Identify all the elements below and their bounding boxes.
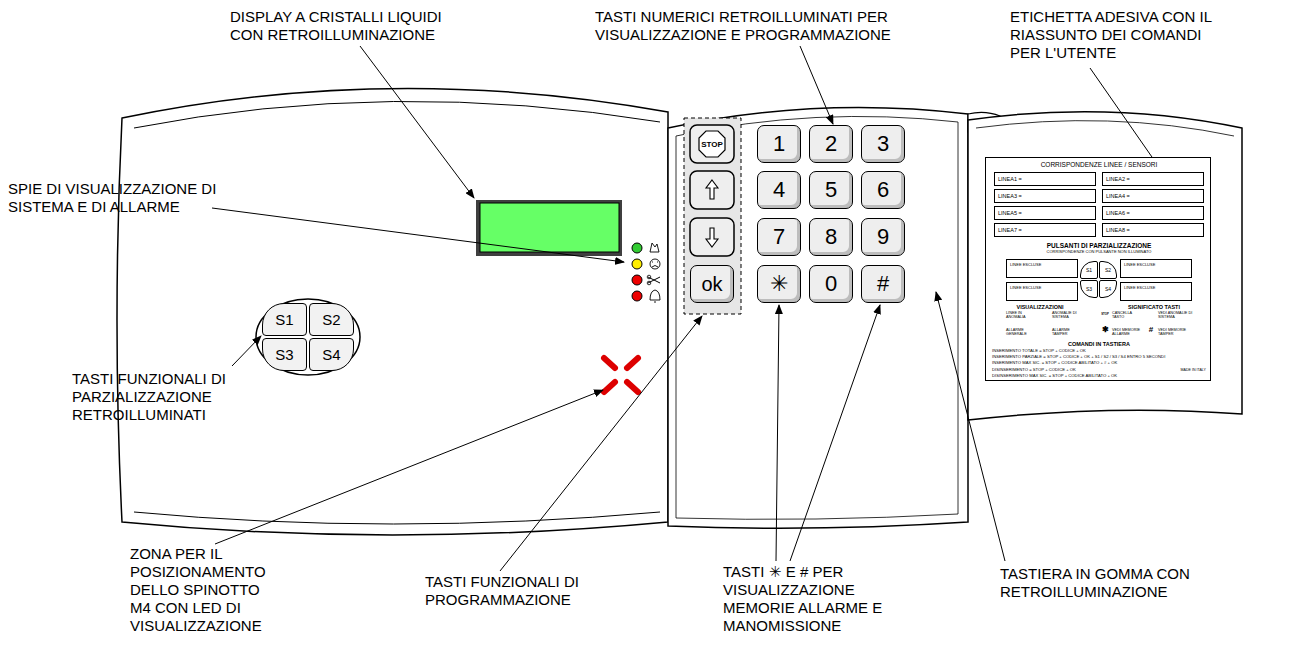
excluded-lines-box: LINEE ESCLUSE [1120,259,1192,278]
sticker-text: PULSANTI DI PARZIALIZZAZIONE [986,242,1212,249]
sticker-text: CANCELLA TASTO [1112,311,1142,319]
number-key: 2 [809,125,853,163]
key-text: LINEE ESCLUSE [1010,262,1041,267]
callout-label: SPIE DI VISUALIZZAZIONE DI SISTEMA E DI … [8,180,218,216]
number-key: 1 [757,125,801,163]
key-text: ✳ [770,271,788,297]
sticker-partial-key: S3 [1080,280,1098,298]
partial-key: S1 [262,303,307,336]
line-field: LINEA6 = [1102,206,1204,220]
number-key: 4 [757,171,801,209]
stop-key: STOP [690,125,734,163]
excluded-lines-box: LINEE ESCLUSE [1120,282,1192,301]
key-text: 9 [877,224,889,250]
number-key: 9 [861,218,905,256]
callout-label: TASTI NUMERICI RETROILLUMINATI PER VISUA… [595,8,900,44]
key-text: 4 [773,177,785,203]
key-text: 7 [773,224,785,250]
key-text: LINEA4 = [1106,193,1130,199]
number-key: 0 [809,265,853,303]
key-text: LINEE ESCLUSE [1124,285,1155,290]
sticker-text: VEDI MEMORIE TAMPER [1158,328,1202,336]
sticker-text: MADE IN ITALY [1146,369,1206,373]
key-text: STOP [701,140,723,149]
key-text: LINEA2 = [1106,176,1130,182]
sticker-text: ✱ [1100,326,1110,335]
callout-label: ZONA PER IL POSIZIONAMENTO DELLO SPINOTT… [130,545,270,635]
key-text: LINEA7 = [998,227,1022,233]
callout-label: TASTI ✳ E # PER VISUALIZZAZIONE MEMORIE … [723,563,908,635]
sticker-text: INSERIMENTO PARZIALE = STOP + CODICE + O… [992,355,1202,360]
sticker-text: VISUALIZZAZIONI [1000,304,1080,310]
key-text: LINEA3 = [998,193,1022,199]
sticker-text: DISINSERIMENTO MAX SIC. = STOP + CODICE … [992,374,1192,379]
key-text: S1 [275,311,293,328]
key-text: LINEA8 = [1106,227,1130,233]
excluded-lines-box: LINEE ESCLUSE [1006,259,1078,278]
callout-label: TASTI FUNZIONALI DI PROGRAMMAZIONE [425,573,605,609]
number-key: 8 [809,218,853,256]
number-key: 5 [809,171,853,209]
line-field: LINEA5 = [994,206,1096,220]
hash-key: # [861,265,905,303]
key-text: 0 [825,271,837,297]
line-field: LINEA1 = [994,172,1096,186]
key-text: LINEE ESCLUSE [1010,285,1041,290]
callout-label: TASTIERA IN GOMMA CON RETROILLUMINAZIONE [1000,565,1215,601]
key-text: LINEA5 = [998,210,1022,216]
number-key: 6 [861,171,905,209]
excluded-lines-box: LINEE ESCLUSE [1006,282,1078,301]
key-text: 2 [825,131,837,157]
sticker-text: VEDI ANOMALIE DI SISTEMA [1158,311,1204,319]
sticker-text: SIGNIFICATO TASTI [1104,304,1204,310]
number-key: 7 [757,218,801,256]
callout-label: ETICHETTA ADESIVA CON IL RIASSUNTO DEI C… [1010,8,1225,62]
key-text: ok [701,273,722,296]
sticker-text: VEDI MEMORIE ALLARME [1112,328,1146,336]
key-text: S1 [1086,267,1092,273]
sticker-text: COMANDI IN TASTIERA [986,341,1212,347]
key-text: S3 [275,346,293,363]
key-text: 6 [877,177,889,203]
key-text: S4 [1105,286,1111,292]
key-text: # [877,271,889,297]
sticker-text: STOP [1100,313,1110,316]
key-text: LINEA1 = [998,176,1022,182]
line-field: LINEA7 = [994,223,1096,237]
ok-key: ok [690,265,734,303]
sticker-text: ALLARME GENERALE [1006,328,1038,336]
sticker-text: CORRISPONDENZE LINEE / SENSORI [986,161,1212,168]
sticker-partial-key: S2 [1099,261,1117,279]
sticker-text: # [1146,326,1156,335]
number-key: 3 [861,125,905,163]
sticker-text: DISINSERIMENTO = STOP + CODICE + OK [992,368,1192,373]
sticker-partial-key: S4 [1099,280,1117,298]
callout-label: DISPLAY A CRISTALLI LIQUIDI CON RETROILL… [230,8,475,44]
key-text: S3 [1086,286,1092,292]
sticker-text: INSERIMENTO MAX SIC. = STOP + CODICE ABI… [992,361,1192,366]
star-key: ✳ [757,265,801,303]
sticker-partial-key: S1 [1080,261,1098,279]
key-text: 5 [825,177,837,203]
key-text: LINEE ESCLUSE [1124,262,1155,267]
sticker-text: CORRISPONDENZE CON PULSANTE NON ILLUMINA… [986,250,1212,254]
key-text: 1 [773,131,785,157]
key-text: S2 [322,311,340,328]
line-field: LINEA8 = [1102,223,1204,237]
key-text: 8 [825,224,837,250]
command-sticker: CORRISPONDENZE LINEE / SENSORI PULSANTI D… [985,157,1211,381]
key-text: 3 [877,131,889,157]
line-field: LINEA2 = [1102,172,1204,186]
line-field: LINEA3 = [994,189,1096,203]
line-field: LINEA4 = [1102,189,1204,203]
key-text: LINEA6 = [1106,210,1130,216]
key-text: S4 [322,346,340,363]
sticker-text: ANOMALIE DI SISTEMA [1052,311,1084,319]
sticker-text: LINEE IN ANOMALIA [1006,311,1038,319]
callout-label: TASTI FUNZIONALI DI PARZIALIZZAZIONE RET… [72,370,250,424]
sticker-text: INSERIMENTO TOTALE = STOP + CODICE + OK [992,349,1192,354]
sticker-text: ALLARME TAMPER [1052,328,1084,336]
key-text: S2 [1105,267,1111,273]
